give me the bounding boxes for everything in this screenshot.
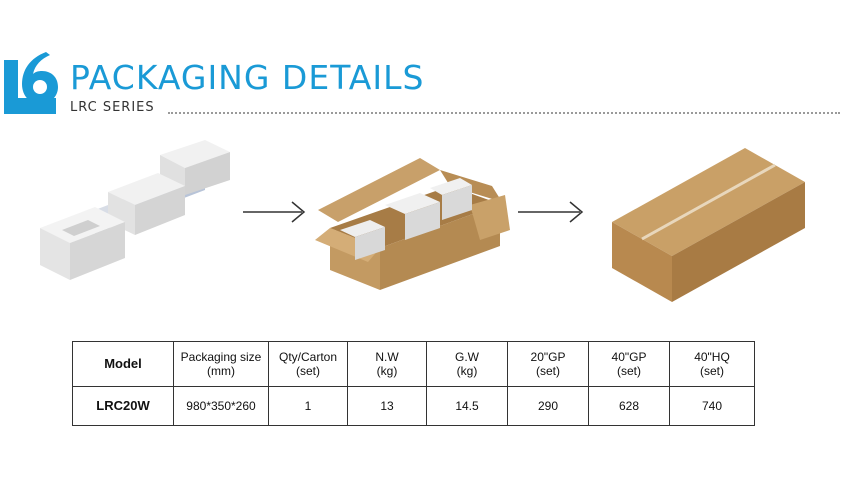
header-model: Model	[72, 341, 174, 387]
header-nw: N.W(kg)	[347, 341, 427, 387]
dotted-divider	[168, 112, 840, 114]
cell-gw: 14.5	[426, 386, 508, 426]
arrow-right-icon	[518, 201, 584, 223]
header-qty-carton: Qty/Carton(set)	[268, 341, 348, 387]
packaging-steps-illustration	[40, 140, 805, 302]
cell-40hq: 740	[669, 386, 755, 426]
cell-model: LRC20W	[72, 386, 174, 426]
header-gw: G.W(kg)	[426, 341, 508, 387]
packaging-table: Model Packaging size(mm) Qty/Carton(set)…	[72, 341, 755, 426]
cell-packaging-size: 980*350*260	[173, 386, 269, 426]
open-carton-box-icon	[315, 158, 510, 290]
cell-20gp: 290	[507, 386, 589, 426]
cell-nw: 13	[347, 386, 427, 426]
header-20gp: 20"GP(set)	[507, 341, 589, 387]
closed-carton-box-icon	[612, 148, 805, 302]
foam-packed-light-icon	[40, 140, 230, 280]
table-header-row: Model Packaging size(mm) Qty/Carton(set)…	[72, 341, 755, 387]
header-packaging-size: Packaging size(mm)	[173, 341, 269, 387]
page-title: PACKAGING DETAILS	[70, 58, 425, 97]
number-six-badge-icon	[4, 52, 58, 114]
page-subtitle: LRC SERIES	[70, 100, 155, 115]
section-header: PACKAGING DETAILS LRC SERIES	[0, 40, 850, 120]
header-40hq: 40"HQ(set)	[669, 341, 755, 387]
header-40gp: 40"GP(set)	[588, 341, 670, 387]
arrow-right-icon	[243, 201, 306, 223]
cell-40gp: 628	[588, 386, 670, 426]
cell-qty-carton: 1	[268, 386, 348, 426]
table-row: LRC20W 980*350*260 1 13 14.5 290 628 740	[72, 386, 755, 426]
